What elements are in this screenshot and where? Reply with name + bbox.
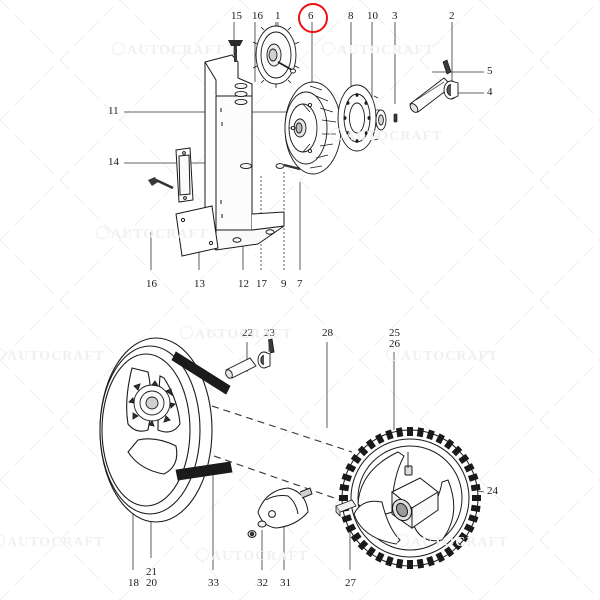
chain-dashed-line bbox=[211, 405, 353, 501]
small-pin-3 bbox=[393, 113, 398, 123]
belt-bar-20 bbox=[171, 351, 233, 481]
key-5 bbox=[442, 59, 452, 75]
callout-16-bottom[interactable]: 16 bbox=[146, 278, 157, 290]
flat-strap-13 bbox=[175, 205, 219, 257]
callout-8[interactable]: 8 bbox=[348, 10, 354, 22]
callout-24[interactable]: 24 bbox=[487, 485, 498, 497]
sprocket-hub-25 bbox=[391, 452, 439, 529]
callout-18[interactable]: 18 bbox=[128, 577, 139, 589]
pinion-gear-1 bbox=[252, 22, 300, 88]
callout-1[interactable]: 1 bbox=[275, 10, 281, 22]
key-27 bbox=[335, 499, 357, 517]
callout-9[interactable]: 9 bbox=[281, 278, 287, 290]
callout-13[interactable]: 13 bbox=[194, 278, 205, 290]
callout-22[interactable]: 22 bbox=[242, 327, 253, 339]
callout-12[interactable]: 12 bbox=[238, 278, 249, 290]
spacer-washer-10 bbox=[375, 109, 387, 131]
crown-bevel-gear-6 bbox=[284, 81, 342, 175]
side-plate-14 bbox=[175, 147, 194, 203]
bushing-4 bbox=[443, 80, 459, 100]
roller-tube-22 bbox=[225, 357, 257, 379]
callout-23[interactable]: 23 bbox=[264, 327, 275, 339]
sprocket-teeth bbox=[339, 427, 481, 569]
callout-5[interactable]: 5 bbox=[487, 65, 493, 77]
callout-2[interactable]: 2 bbox=[449, 10, 455, 22]
callout-32[interactable]: 32 bbox=[257, 577, 268, 589]
brake-shoe-31 bbox=[247, 487, 313, 538]
callout-14[interactable]: 14 bbox=[108, 156, 119, 168]
callout-15[interactable]: 15 bbox=[231, 10, 242, 22]
callout-4[interactable]: 4 bbox=[487, 86, 493, 98]
bushing-23 bbox=[257, 338, 275, 369]
callout-11[interactable]: 11 bbox=[108, 105, 119, 117]
callout-28[interactable]: 28 bbox=[322, 327, 333, 339]
callout-6[interactable]: 6 bbox=[308, 10, 314, 22]
callout-20[interactable]: 20 bbox=[146, 577, 157, 589]
callout-33[interactable]: 33 bbox=[208, 577, 219, 589]
callout-7[interactable]: 7 bbox=[297, 278, 303, 290]
callout-21[interactable]: 21 bbox=[146, 566, 157, 578]
callout-31[interactable]: 31 bbox=[280, 577, 291, 589]
callout-26[interactable]: 26 bbox=[389, 338, 400, 350]
callout-17[interactable]: 17 bbox=[256, 278, 267, 290]
callout-25[interactable]: 25 bbox=[389, 327, 400, 339]
callout-3[interactable]: 3 bbox=[392, 10, 398, 22]
fastener-stack-upper bbox=[228, 40, 301, 171]
callout-27[interactable]: 27 bbox=[345, 577, 356, 589]
large-sprocket-26 bbox=[339, 427, 481, 569]
callout-16-top[interactable]: 16 bbox=[252, 10, 263, 22]
callout-10[interactable]: 10 bbox=[367, 10, 378, 22]
small-sprocket-21 bbox=[128, 380, 176, 427]
bolt-16 bbox=[148, 177, 174, 190]
highlight-circle-part-6 bbox=[298, 3, 328, 33]
